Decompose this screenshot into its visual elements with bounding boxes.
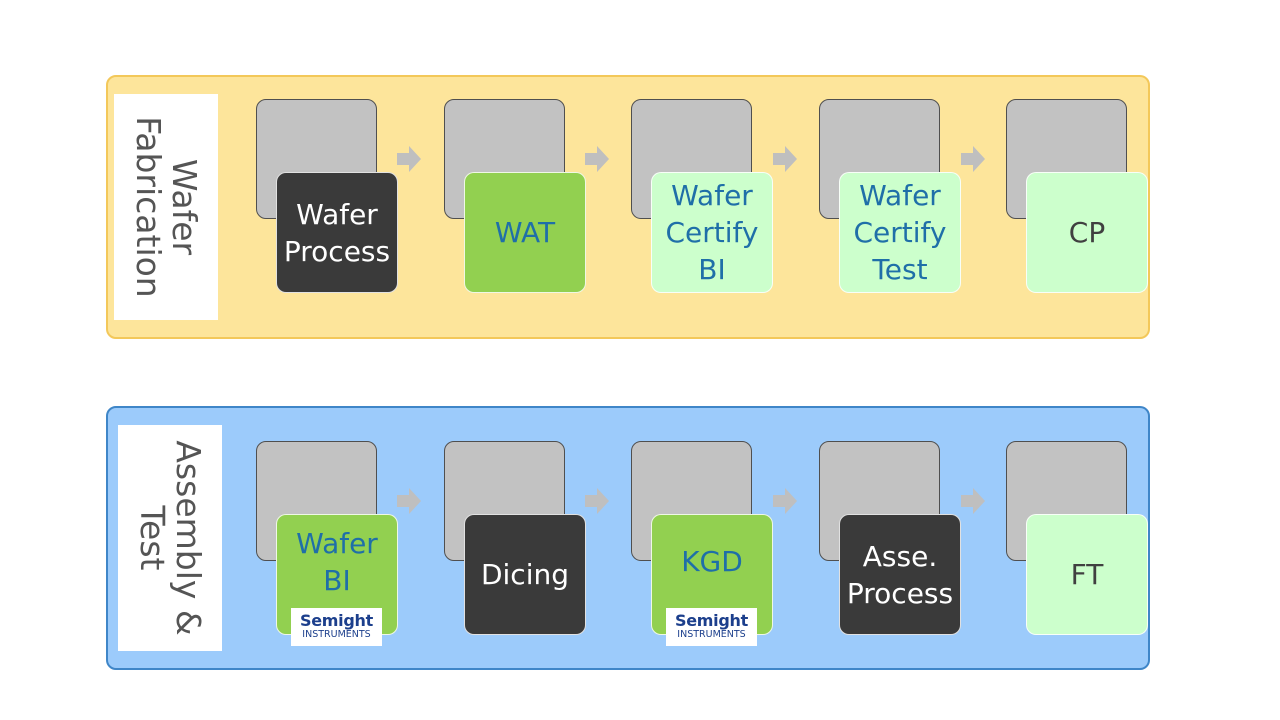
semight-logo-sub: INSTRUMENTS (302, 629, 371, 640)
wafer-step-1-label: Wafer Process (283, 197, 391, 268)
wafer-step-2-label: WAT (494, 216, 556, 249)
flow-arrow-icon (585, 146, 609, 172)
wafer-row-label: Wafer Fabrication (114, 94, 218, 320)
assembly-step-3-label: KGD (681, 545, 743, 578)
semight-logo-sub: INSTRUMENTS (677, 629, 746, 640)
assembly-row-label: Assembly & Test (118, 425, 222, 651)
assembly-step-1-label: Wafer BI (296, 526, 378, 597)
wafer-step-5-box[interactable]: CP (1026, 172, 1148, 293)
assembly-row-label-text: Assembly & Test (133, 440, 208, 636)
assembly-step-2-label: Dicing (480, 558, 570, 591)
assembly-step-4-box[interactable]: Asse. Process (839, 514, 961, 635)
semight-logo-brand: Semight (675, 611, 748, 630)
wafer-step-5-label: CP (1068, 216, 1106, 249)
wafer-step-2-box[interactable]: WAT (464, 172, 586, 293)
flow-arrow-icon (397, 488, 421, 514)
semight-logo-brand: Semight (300, 611, 373, 630)
wafer-row-label-text: Wafer Fabrication (129, 116, 204, 298)
flow-arrow-icon (773, 488, 797, 514)
assembly-step-5-box[interactable]: FT (1026, 514, 1148, 635)
assembly-step-4-label: Asse. Process (846, 539, 954, 610)
flow-arrow-icon (397, 146, 421, 172)
assembly-step-5-label: FT (1070, 558, 1104, 591)
flow-arrow-icon (961, 488, 985, 514)
flow-arrow-icon (585, 488, 609, 514)
wafer-step-4-box[interactable]: Wafer Certify Test (839, 172, 961, 293)
flow-arrow-icon (961, 146, 985, 172)
flow-arrow-icon (773, 146, 797, 172)
wafer-step-4-label: Wafer Certify Test (853, 179, 947, 286)
wafer-step-1-box[interactable]: Wafer Process (276, 172, 398, 293)
wafer-step-3-label: Wafer Certify BI (665, 179, 759, 286)
wafer-step-3-box[interactable]: Wafer Certify BI (651, 172, 773, 293)
assembly-step-2-box[interactable]: Dicing (464, 514, 586, 635)
